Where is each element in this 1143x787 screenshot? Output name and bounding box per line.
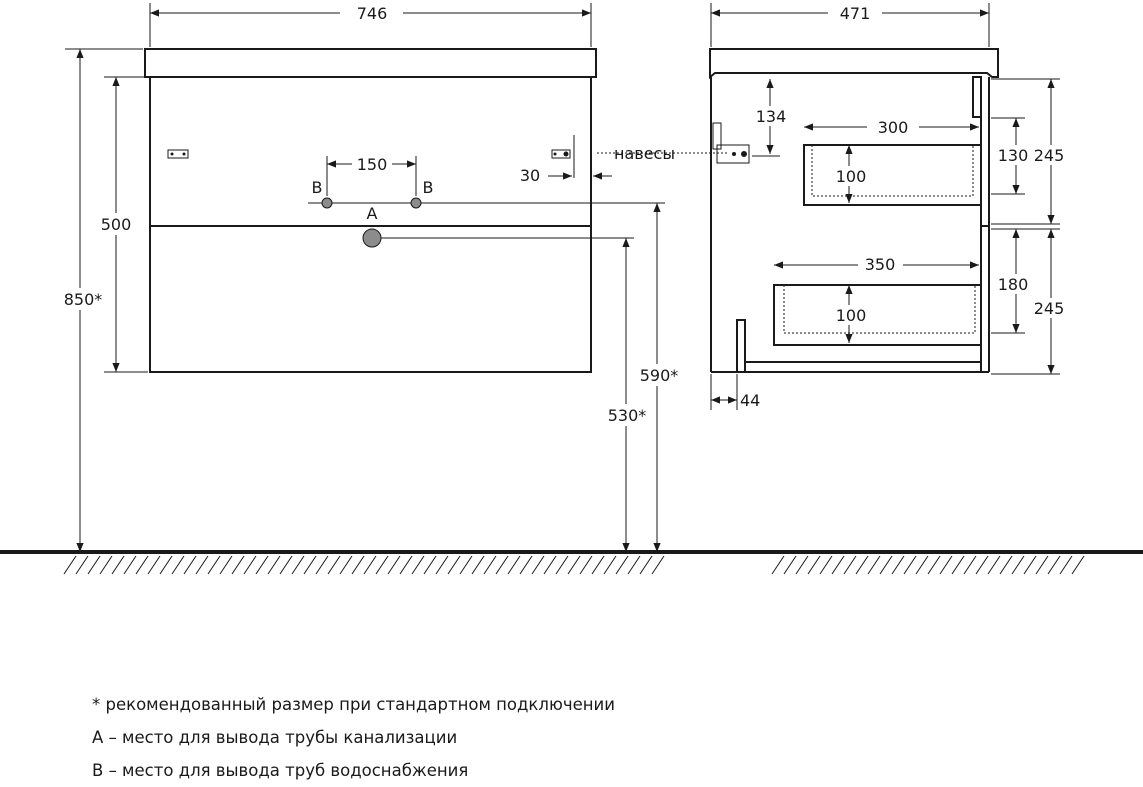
floor-hatch-left	[63, 555, 665, 575]
technical-drawing: 746 850* 500 B B 150 A 30	[0, 3, 1143, 575]
note-recommended: * рекомендованный размер при стандартном…	[92, 695, 615, 714]
lower-drawer	[773, 284, 980, 346]
side-countertop	[709, 48, 999, 80]
upper-drawer-height-label: 130	[998, 146, 1029, 165]
side-back-panel	[972, 76, 982, 118]
side-view: навесы 134 300 100 130 245 350	[597, 3, 1069, 410]
wall-hinge-icon	[712, 122, 750, 164]
pipe-spacing-label: 150	[357, 155, 388, 174]
side-plinth	[736, 319, 746, 372]
side-depth-label: 471	[840, 4, 871, 23]
hinges-label: навесы	[614, 144, 675, 163]
upper-drawer-depth-label: 300	[878, 118, 909, 137]
lower-drawer-inner-label: 100	[836, 306, 867, 325]
water-height-label: 590*	[640, 366, 679, 385]
lower-drawer-height-label: 180	[998, 275, 1029, 294]
upper-drawer-inner-label: 100	[836, 167, 867, 186]
hinge-offset-label: 30	[520, 166, 540, 185]
front-cabinet-body	[149, 76, 592, 373]
body-height-label: 500	[101, 215, 132, 234]
label-a: A	[367, 204, 378, 223]
floor	[0, 550, 1143, 575]
label-b-left: B	[312, 178, 323, 197]
notes-list: * рекомендованный размер при стандартном…	[92, 688, 615, 787]
note-water: B – место для вывода труб водоснабжения	[92, 761, 469, 780]
left-hinge-icon	[167, 149, 189, 159]
upper-drawer	[803, 144, 980, 206]
lower-drawer-depth-label: 350	[865, 255, 896, 274]
label-b-right: B	[423, 178, 434, 197]
drain-pipe-icon	[362, 228, 382, 248]
hinge-height-label: 134	[756, 107, 787, 126]
floor-hatch-right	[771, 555, 1085, 575]
note-drain: A – место для вывода трубы канализации	[92, 728, 458, 747]
front-width-label: 746	[357, 4, 388, 23]
drain-height-label: 530*	[608, 406, 647, 425]
water-pipe-left-icon	[321, 197, 333, 209]
water-pipe-right-icon	[410, 197, 422, 209]
front-view: 746 850* 500 B B 150 A 30	[58, 3, 684, 552]
total-height-label: 850*	[64, 290, 103, 309]
lower-section-height-label: 245	[1034, 299, 1065, 318]
upper-section-height-label: 245	[1034, 146, 1065, 165]
plinth-depth-label: 44	[740, 391, 760, 410]
right-hinge-icon	[551, 149, 571, 159]
front-countertop	[144, 48, 597, 78]
